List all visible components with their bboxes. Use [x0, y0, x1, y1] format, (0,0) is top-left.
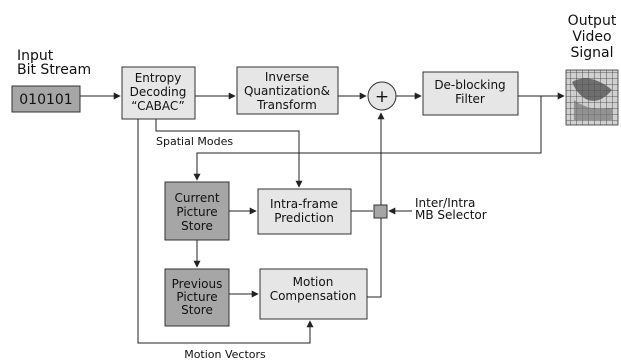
motion-vectors-label: Motion Vectors: [184, 348, 266, 360]
spatial-modes-line: [155, 119, 303, 188]
entropy-label-line2: Decoding: [130, 85, 187, 99]
bits-label: 010101: [19, 92, 72, 108]
current-label-line3: Store: [181, 219, 213, 233]
motion-comp-label-line2: Compensation: [270, 289, 357, 303]
previous-picture-store-box: [164, 268, 230, 327]
inverse-transform-box: [236, 66, 339, 115]
motion-vectors-line: [137, 119, 314, 344]
motion-compensation-box: [259, 268, 368, 320]
output-video-thumbnail: [565, 69, 619, 126]
current-label-line2: Picture: [176, 205, 217, 219]
previous-label-line3: Store: [181, 303, 213, 317]
input-label-line1: Input: [17, 48, 54, 64]
entropy-decoding-box: [121, 66, 196, 120]
motion-comp-label-line1: Motion: [293, 275, 334, 289]
current-label-line1: Current: [174, 191, 219, 205]
intra-label-line2: Prediction: [274, 211, 334, 225]
entropy-label-line1: Entropy: [135, 71, 182, 85]
arrow-motion-to-selector: [367, 218, 382, 298]
output-label-line3: Signal: [570, 45, 613, 61]
intra-prediction-box: [257, 188, 352, 235]
inter-intra-selector-box: [373, 204, 388, 219]
deblock-label-line1: De-blocking: [434, 78, 505, 92]
previous-label-line2: Picture: [176, 290, 217, 304]
output-label-line2: Video: [572, 29, 611, 45]
inverse-label-line1: Inverse: [265, 70, 309, 84]
intra-label-line1: Intra-frame: [270, 197, 338, 211]
sum-symbol: +: [375, 87, 389, 107]
previous-label-line1: Previous: [172, 277, 223, 291]
output-label-line1: Output: [568, 13, 617, 29]
deblocking-filter-box: [422, 71, 519, 116]
selector-label-line1: Inter/Intra: [415, 196, 475, 210]
selector-label-line2: MB Selector: [415, 208, 487, 222]
input-label-line2: Bit Stream: [17, 62, 91, 78]
entropy-label-line3: “CABAC”: [131, 99, 184, 113]
deblock-label-line2: Filter: [455, 92, 485, 106]
feedback-to-current-store: [193, 96, 542, 181]
input-bitstream-box: [11, 85, 81, 113]
spatial-modes-label: Spatial Modes: [156, 135, 233, 148]
inverse-label-line2: Quantization&: [244, 84, 330, 98]
inverse-label-line3: Transform: [256, 98, 317, 112]
